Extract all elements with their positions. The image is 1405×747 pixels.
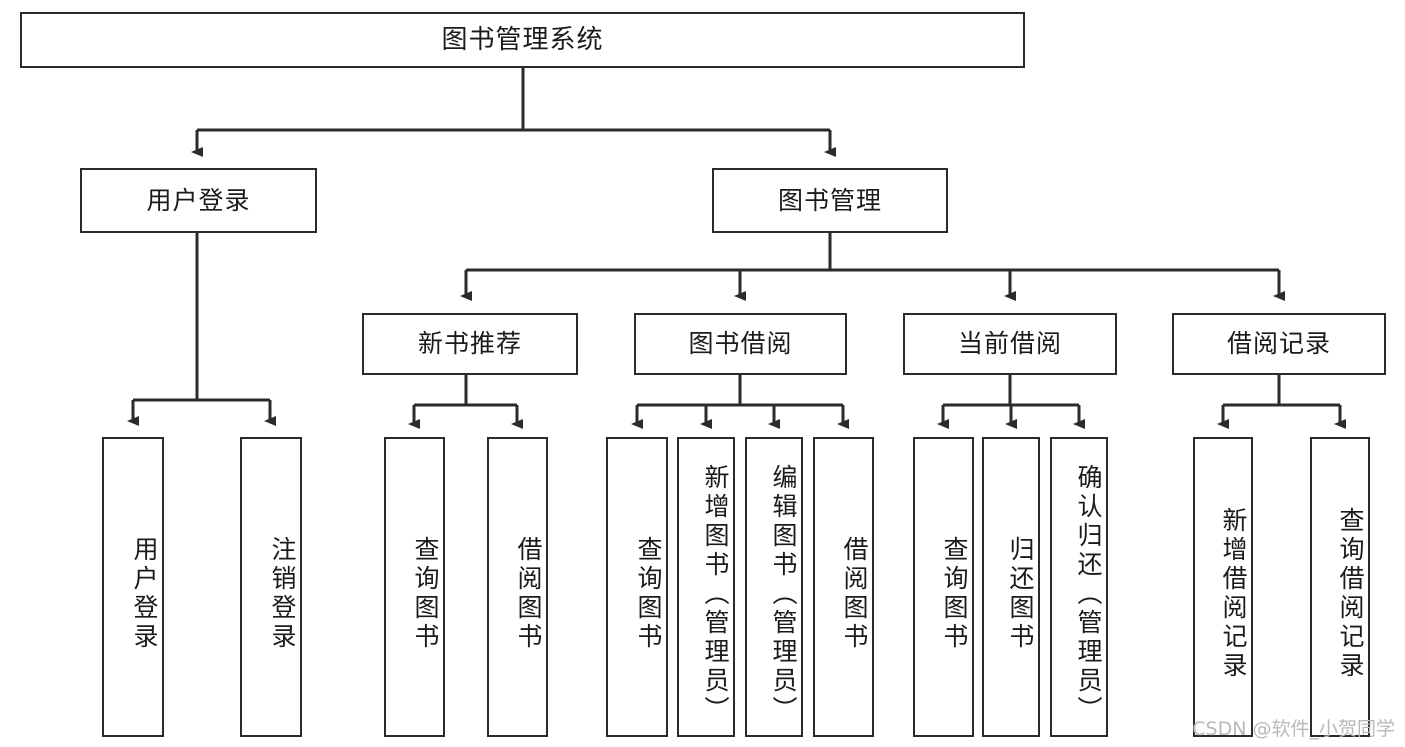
node-label: 查询图书	[634, 536, 663, 652]
node-label: 注销登录	[268, 536, 297, 652]
node-label: 借阅图书	[514, 536, 543, 652]
node-label: 归还图书	[1006, 536, 1035, 652]
node-label: 用户登录	[146, 185, 251, 215]
leaf-return-book[interactable]: 归还图书	[982, 437, 1040, 737]
node-label: 查询图书	[411, 536, 440, 652]
leaf-add-record[interactable]: 新增借阅记录	[1193, 437, 1253, 737]
node-label: 用户登录	[130, 536, 159, 652]
node-label: 借阅记录	[1226, 329, 1331, 359]
leaf-query-book-1[interactable]: 查询图书	[384, 437, 445, 737]
node-label: 新增借阅记录	[1219, 507, 1248, 681]
leaf-query-book-3[interactable]: 查询图书	[913, 437, 974, 737]
node-label: 编辑图书（管理员）	[769, 463, 798, 725]
node-book-borrow[interactable]: 图书借阅	[634, 313, 847, 375]
leaf-confirm-return[interactable]: 确认归还（管理员）	[1050, 437, 1108, 737]
node-label: 图书借阅	[688, 329, 793, 359]
node-label: 查询图书	[940, 536, 969, 652]
node-label: 查询借阅记录	[1336, 507, 1365, 681]
node-user-login[interactable]: 用户登录	[80, 168, 317, 233]
node-current-borrow[interactable]: 当前借阅	[903, 313, 1117, 375]
leaf-user-login[interactable]: 用户登录	[102, 437, 164, 737]
leaf-query-record[interactable]: 查询借阅记录	[1310, 437, 1370, 737]
csdn-watermark: CSDN @软件_小贺同学	[1192, 718, 1395, 740]
leaf-borrow-book-1[interactable]: 借阅图书	[487, 437, 548, 737]
leaf-borrow-book-2[interactable]: 借阅图书	[813, 437, 874, 737]
node-borrow-record[interactable]: 借阅记录	[1172, 313, 1386, 375]
node-new-book-recommend[interactable]: 新书推荐	[362, 313, 578, 375]
leaf-logout-login[interactable]: 注销登录	[240, 437, 302, 737]
node-label: 借阅图书	[840, 536, 869, 652]
node-label: 确认归还（管理员）	[1074, 463, 1103, 725]
leaf-edit-book[interactable]: 编辑图书（管理员）	[745, 437, 803, 737]
node-label: 图书管理系统	[441, 24, 604, 55]
node-label: 新书推荐	[417, 329, 522, 359]
leaf-add-book[interactable]: 新增图书（管理员）	[677, 437, 735, 737]
node-label: 图书管理	[777, 185, 882, 215]
node-label: 新增图书（管理员）	[701, 463, 730, 725]
node-book-manage[interactable]: 图书管理	[712, 168, 948, 233]
node-book-management-system[interactable]: 图书管理系统	[20, 12, 1025, 68]
node-label: 当前借阅	[957, 329, 1062, 359]
leaf-query-book-2[interactable]: 查询图书	[606, 437, 668, 737]
